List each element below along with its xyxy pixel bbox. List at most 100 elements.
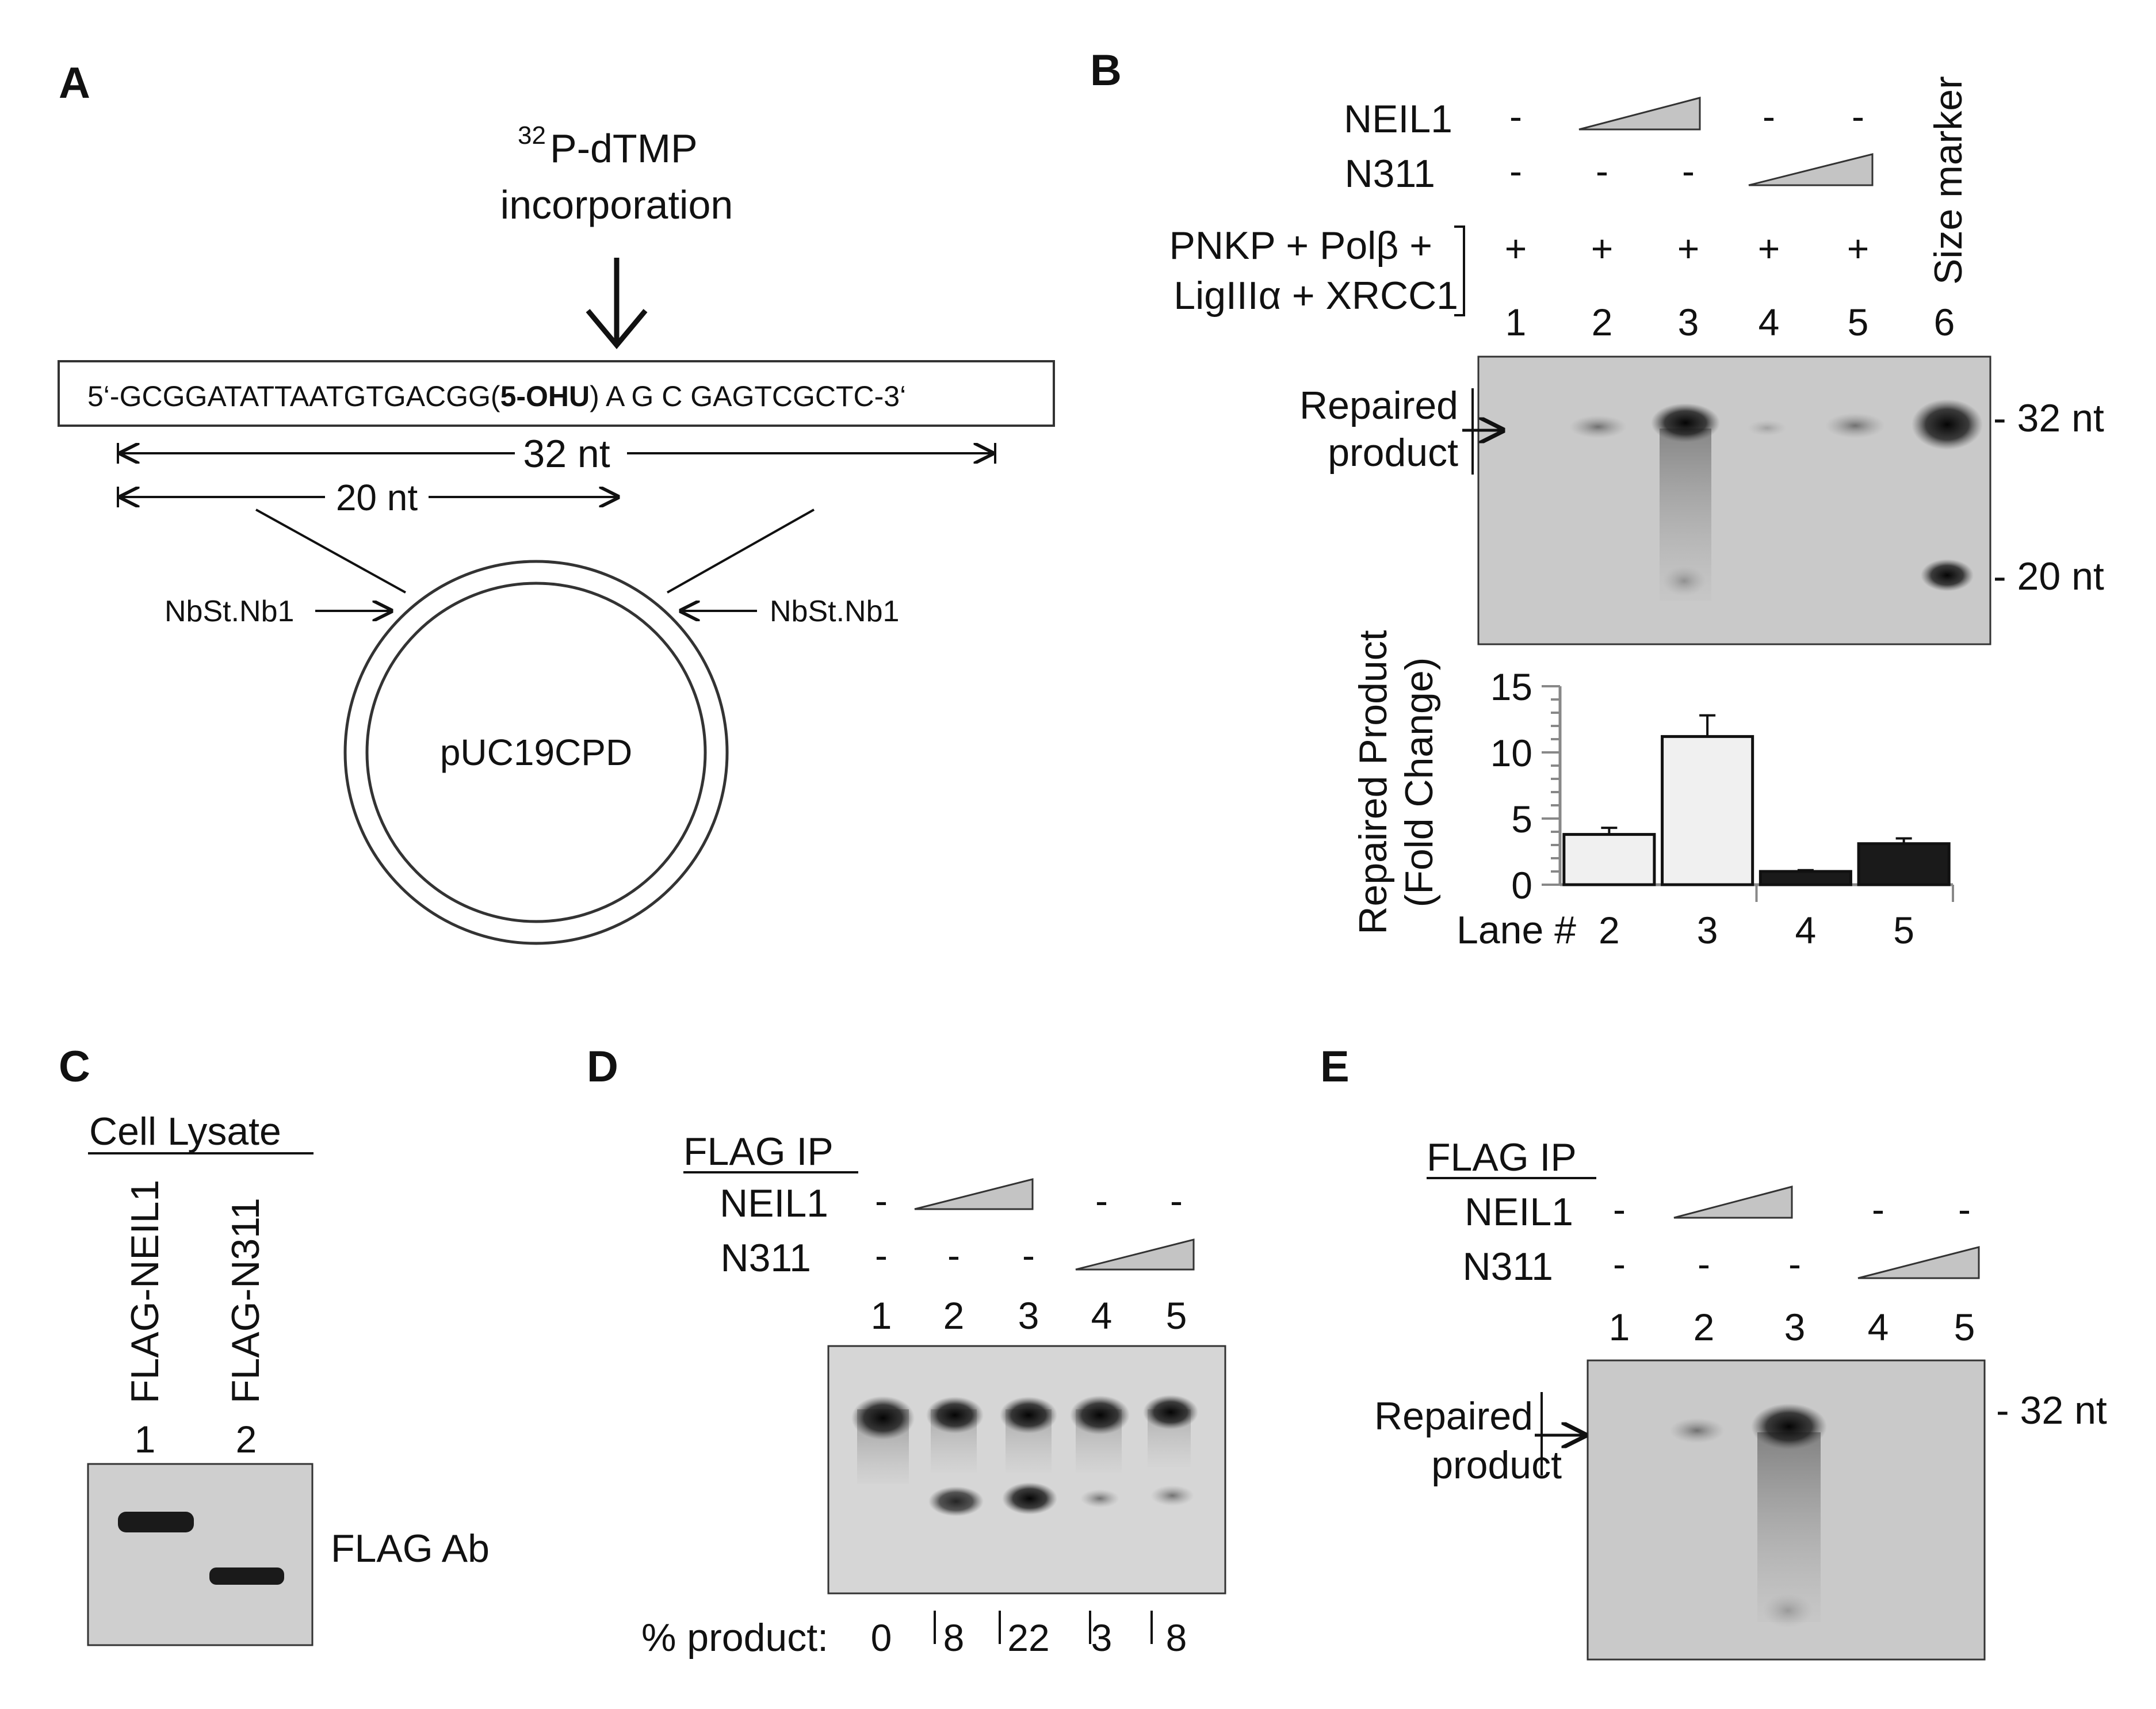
band-lane3 [1651, 403, 1720, 442]
n311-sign-e-2: - [1698, 1242, 1710, 1285]
flag-ip-title-d: FLAG IP [683, 1130, 834, 1173]
row-label-n311: N311 [1344, 152, 1435, 196]
n311-sign-row-e: --- [1613, 1242, 1801, 1285]
size-marker-label: Size marker [1926, 76, 1970, 285]
neil1-sign-5: - [1852, 95, 1864, 137]
smear-e-lane3 [1757, 1432, 1821, 1622]
band-d-lane2-product [928, 1486, 984, 1516]
band-lane3-lower [1662, 566, 1706, 596]
band-e-lane2 [1669, 1418, 1725, 1443]
lysate-col2-label: FLAG-N311 [224, 1198, 267, 1404]
lysate-lane-1: 1 [135, 1418, 156, 1461]
n311-sign-2: - [1596, 150, 1608, 192]
chart-bar-lane-2 [1562, 833, 1656, 886]
plasmid-diagram [343, 560, 729, 945]
lane-number-d-2: 2 [943, 1294, 965, 1337]
band-d-lane3-substrate [1000, 1397, 1057, 1433]
chart-bar-lane-5 [1857, 842, 1951, 886]
chart-bar-lane-4 [1759, 870, 1852, 886]
neil1-sign-row-e: --- [1613, 1188, 1971, 1230]
n311-gradient-wedge [1748, 153, 1874, 186]
antibody-label: FLAG Ab [331, 1527, 490, 1570]
band-e-lane3-lower [1763, 1593, 1813, 1628]
chart-x-tick-label: 3 [1697, 909, 1718, 951]
nicking-enzyme-left: NbSt.Nb1 [165, 595, 294, 628]
band-d-lane5-product [1150, 1485, 1194, 1506]
lane-number-3: 3 [1678, 301, 1699, 343]
n311-gradient-wedge-d [1075, 1238, 1195, 1271]
nicking-enzyme-right: NbSt.Nb1 [770, 595, 899, 628]
lane-number-4: 4 [1759, 301, 1780, 343]
percent-product-value-1: 0 [871, 1616, 892, 1659]
funnel-line-right [667, 509, 815, 594]
plasmid-label: pUC19CPD [440, 732, 632, 773]
mix-sign-5: + [1847, 227, 1870, 270]
marker-32nt-label-e: - 32 nt [1996, 1389, 2107, 1432]
funnel-line-left [255, 509, 406, 594]
lane-number-e-5: 5 [1954, 1306, 1975, 1348]
chart-x-tick-label: 2 [1599, 909, 1620, 951]
enzyme-mix-bracket [1454, 225, 1465, 316]
flag-ip-title-e: FLAG IP [1427, 1135, 1577, 1179]
western-blot-image [87, 1463, 314, 1646]
gel-image-d [827, 1345, 1226, 1595]
n311-sign-row: --- [1509, 150, 1695, 192]
row-label-n311-d: N311 [720, 1236, 811, 1280]
length-20nt-label: 20 nt [336, 477, 418, 518]
chart-y-tick-label: 0 [1511, 864, 1532, 907]
repaired-product-label-e-line2: product [1431, 1443, 1562, 1487]
n311-sign-row-d: --- [875, 1234, 1035, 1276]
enzyme-mix-sign-row: +++++ [1505, 227, 1870, 270]
neil1-sign-d-5: - [1170, 1179, 1183, 1222]
gel-image-b [1477, 355, 1991, 645]
band-d-lane5-substrate [1143, 1395, 1198, 1429]
chart-x-tick-label: 5 [1893, 909, 1914, 951]
neil1-sign-1: - [1509, 95, 1522, 137]
band-d-lane2-substrate [926, 1397, 984, 1433]
n311-gradient-wedge-e [1857, 1246, 1980, 1279]
band-e-lane3 [1751, 1404, 1827, 1450]
percent-product-value-5: 8 [1166, 1616, 1187, 1659]
mix-sign-2: + [1591, 227, 1614, 270]
neil1-sign-d-4: - [1095, 1179, 1108, 1222]
row-label-neil1: NEIL1 [1344, 97, 1452, 141]
lane-number-e-3: 3 [1784, 1306, 1806, 1348]
length-32nt-label: 32 nt [523, 432, 610, 476]
length-20nt-arrow [117, 487, 618, 507]
lane-number-d-1: 1 [871, 1294, 892, 1337]
percent-product-value-4: 3 [1091, 1616, 1113, 1659]
neil1-sign-e-4: - [1872, 1188, 1884, 1230]
oligo-sequence: 5‘-GCGGATATTAATGTGACGG(5-OHU) A G C GAGT… [87, 380, 906, 412]
cell-lysate-title: Cell Lysate [89, 1110, 281, 1153]
percent-product-value-3: 22 [1007, 1616, 1049, 1659]
band-lane2 [1569, 415, 1627, 438]
n311-sign-e-1: - [1613, 1242, 1626, 1285]
neil1-sign-d-1: - [875, 1179, 888, 1222]
length-32nt-arrow [117, 443, 996, 464]
panel-b: B NEIL1 N311 PNKP + Polβ + LigIIIα + XRC… [1090, 46, 2104, 952]
blot-band-n311 [209, 1567, 284, 1585]
blot-band-neil1 [118, 1512, 194, 1532]
chart-y-tick-label: 15 [1490, 666, 1532, 708]
mix-sign-1: + [1505, 227, 1527, 270]
incorporation-label-line1: P-dTMP [550, 126, 698, 171]
lysate-lane-2: 2 [236, 1418, 257, 1461]
enzyme-mix-line1: PNKP + Polβ + [1169, 224, 1432, 267]
lane-number-e-4: 4 [1868, 1306, 1889, 1348]
n311-sign-e-3: - [1788, 1242, 1801, 1285]
n311-sign-d-3: - [1022, 1234, 1035, 1276]
lane-number-d-3: 3 [1018, 1294, 1039, 1337]
repaired-product-label-line2: product [1328, 431, 1458, 475]
chart-xlabel: Lane # [1457, 908, 1576, 952]
neil1-gradient-wedge [1578, 97, 1701, 131]
band-d-lane3-product [1002, 1482, 1057, 1515]
repaired-product-label-e-line1: Repaired [1374, 1394, 1533, 1438]
marker-20nt-label: - 20 nt [1993, 555, 2104, 598]
